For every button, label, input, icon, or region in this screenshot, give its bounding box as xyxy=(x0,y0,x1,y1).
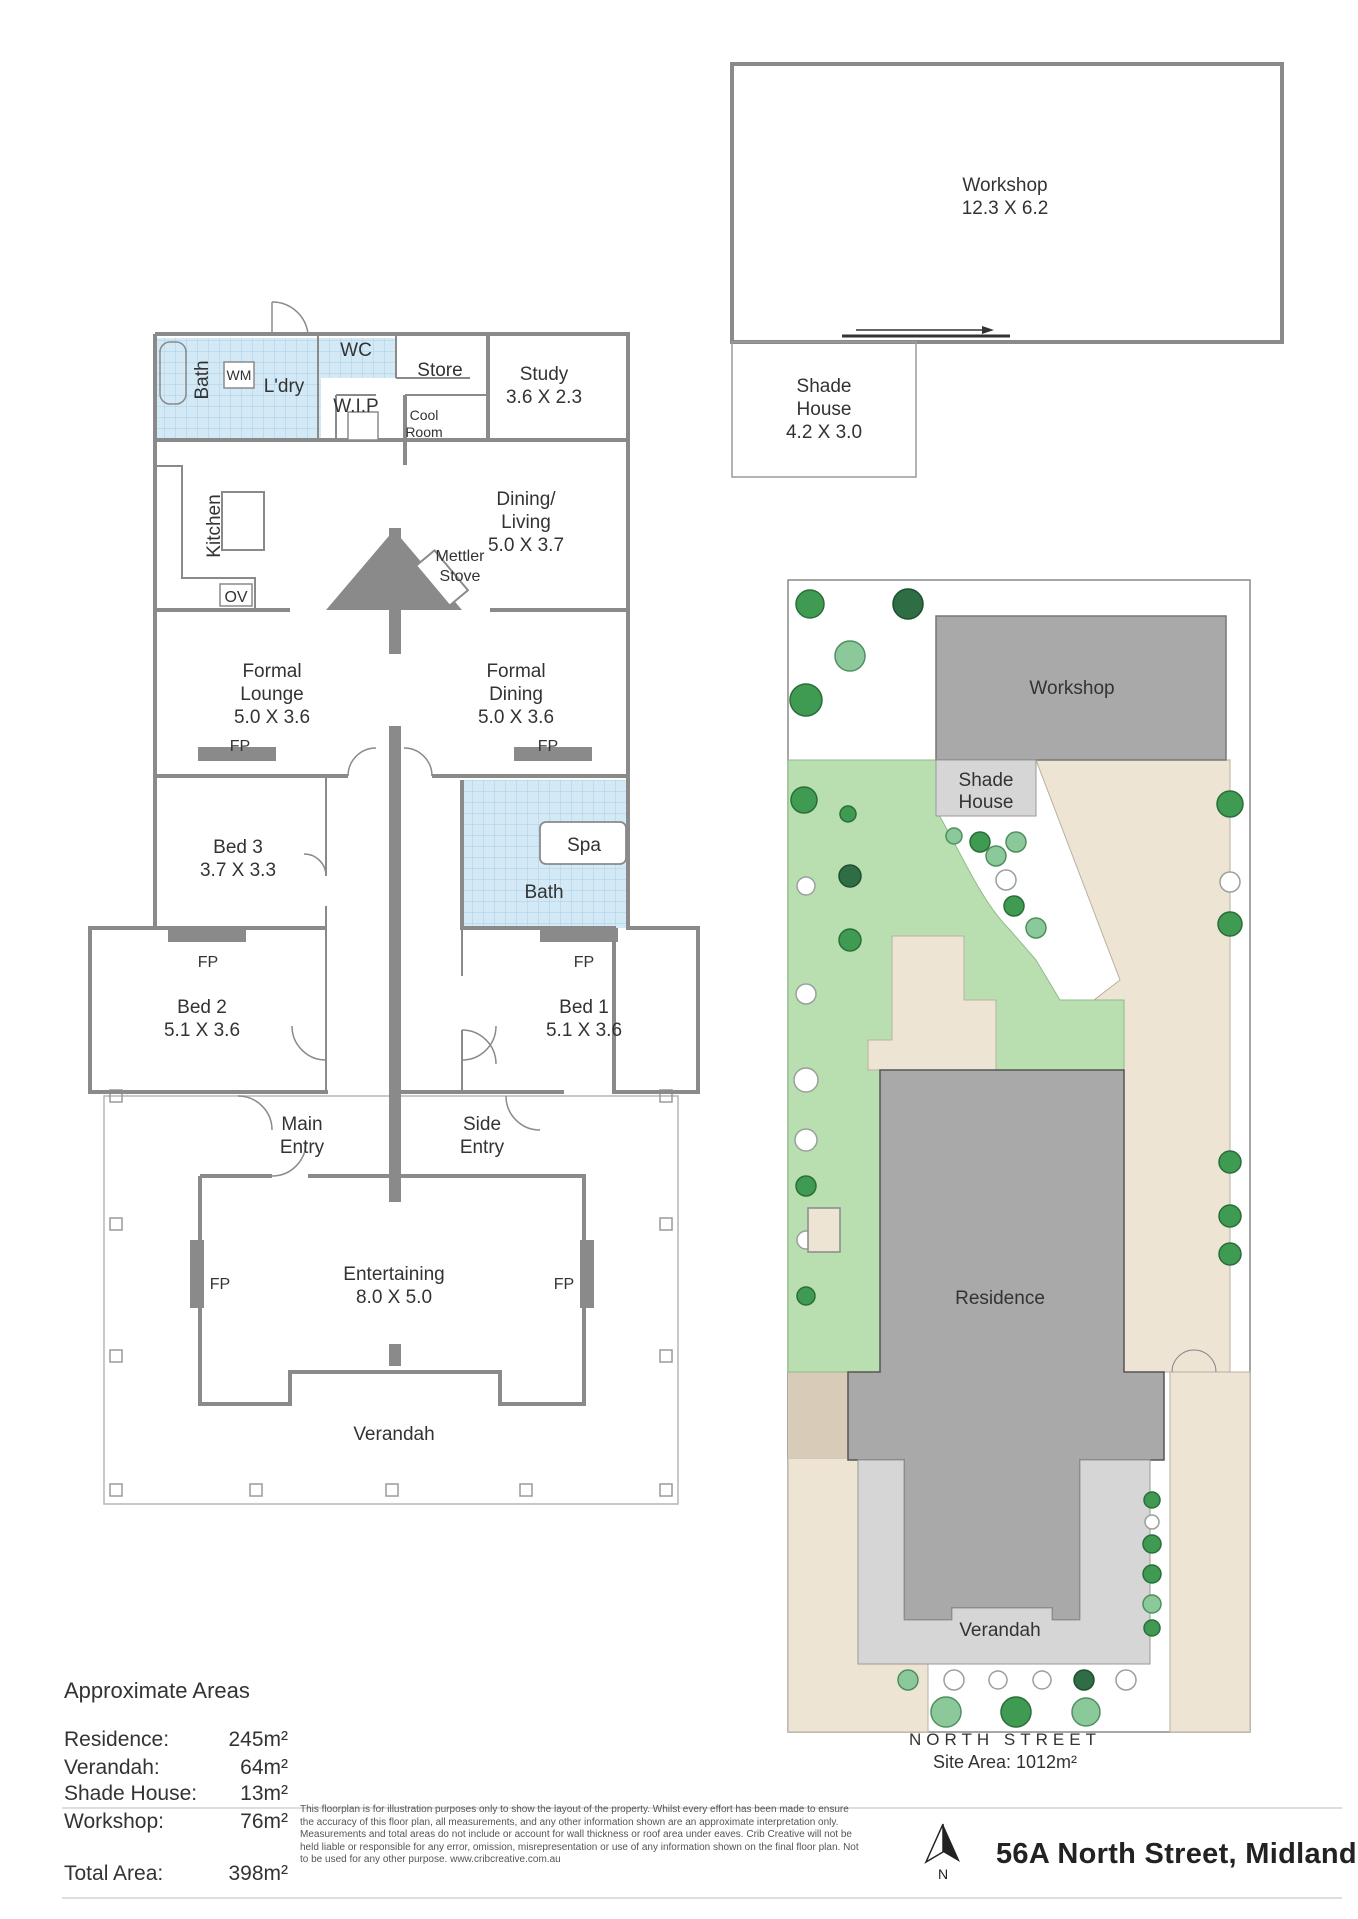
site-trees xyxy=(789,588,1244,1728)
formal-lounge-dims: 5.0 X 3.6 xyxy=(234,707,310,728)
wc-label: WC xyxy=(340,340,372,361)
property-address: 56A North Street, Midland xyxy=(996,1838,1357,1870)
mettler-stove-label-2: Stove xyxy=(440,568,481,585)
bed2-dims: 5.1 X 3.6 xyxy=(164,1020,240,1041)
main-entry-label-1: Main xyxy=(281,1114,322,1135)
north-label: N xyxy=(938,1866,948,1882)
cool-room-label-1: Cool xyxy=(410,407,439,423)
wm-label: WM xyxy=(227,367,252,383)
workshop-plan: Workshop 12.3 X 6.2 xyxy=(730,62,1284,344)
shade-house-label-2: House xyxy=(797,399,852,420)
bath-top-label: Bath xyxy=(192,360,213,399)
bed1-dims: 5.1 X 3.6 xyxy=(546,1020,622,1041)
bed1-label: Bed 1 xyxy=(559,997,609,1018)
fp-label-dining: FP xyxy=(538,738,558,755)
shade-house-plan: Shade House 4.2 X 3.0 xyxy=(731,341,917,478)
site-shade-house-label-1: Shade xyxy=(959,770,1014,791)
site-workshop-label: Workshop xyxy=(1029,678,1114,699)
fp-label-bed2: FP xyxy=(198,954,218,971)
site-residence-label: Residence xyxy=(955,1288,1045,1309)
mettler-stove-label-1: Mettler xyxy=(436,548,486,565)
workshop-label: Workshop xyxy=(962,175,1047,196)
bed2-label: Bed 2 xyxy=(177,997,227,1018)
side-entry-label-1: Side xyxy=(463,1114,501,1135)
site-area: Site Area: 1012m² xyxy=(932,1752,1078,1772)
entertaining-dims: 8.0 X 5.0 xyxy=(356,1287,432,1308)
formal-lounge-label-1: Formal xyxy=(242,661,301,682)
laundry-label: L'dry xyxy=(264,376,305,397)
verandah-label: Verandah xyxy=(353,1424,434,1445)
house-floor-plan: Bath WM L'dry WC W.I.P Store Cool Room S… xyxy=(88,301,700,1505)
dining-living-label-1: Dining/ xyxy=(496,489,556,510)
areas-title: Approximate Areas xyxy=(64,1678,250,1703)
wip-label: W.I.P xyxy=(333,396,378,417)
fp-label-bed1: FP xyxy=(574,954,594,971)
main-entry-label-2: Entry xyxy=(280,1137,325,1158)
ov-label: OV xyxy=(224,589,247,606)
fp-label-lounge: FP xyxy=(230,738,250,755)
side-entry-label-2: Entry xyxy=(460,1137,505,1158)
street-name: NORTH STREET xyxy=(909,1730,1101,1749)
workshop-dims: 12.3 X 6.2 xyxy=(962,198,1049,219)
dining-living-dims: 5.0 X 3.7 xyxy=(488,535,564,556)
study-label: Study xyxy=(520,364,569,385)
cool-room-label-2: Room xyxy=(405,424,442,440)
formal-lounge-label-2: Lounge xyxy=(240,684,303,705)
site-plan: Workshop Shade House Residence Verandah xyxy=(787,579,1251,1733)
disclaimer-text: This floorplan is for illustration purpo… xyxy=(300,1804,859,1865)
formal-dining-label-2: Dining xyxy=(489,684,543,705)
bath-label: Bath xyxy=(524,882,563,903)
site-verandah-label: Verandah xyxy=(959,1620,1040,1641)
entertaining-label: Entertaining xyxy=(343,1264,444,1285)
spa-label: Spa xyxy=(567,835,601,856)
formal-dining-label-1: Formal xyxy=(486,661,545,682)
formal-dining-dims: 5.0 X 3.6 xyxy=(478,707,554,728)
store-label: Store xyxy=(417,360,462,381)
study-dims: 3.6 X 2.3 xyxy=(506,387,582,408)
shade-house-dims: 4.2 X 3.0 xyxy=(786,422,862,443)
fp-label-ent-right: FP xyxy=(554,1276,574,1293)
fp-label-ent-left: FP xyxy=(210,1276,230,1293)
kitchen-label: Kitchen xyxy=(204,494,225,557)
site-shade-house-label-2: House xyxy=(959,792,1014,813)
dining-living-label-2: Living xyxy=(501,512,551,533)
bed3-label: Bed 3 xyxy=(213,837,263,858)
bed3-dims: 3.7 X 3.3 xyxy=(200,860,276,881)
shade-house-label-1: Shade xyxy=(797,376,852,397)
north-arrow-icon: N xyxy=(924,1823,960,1882)
